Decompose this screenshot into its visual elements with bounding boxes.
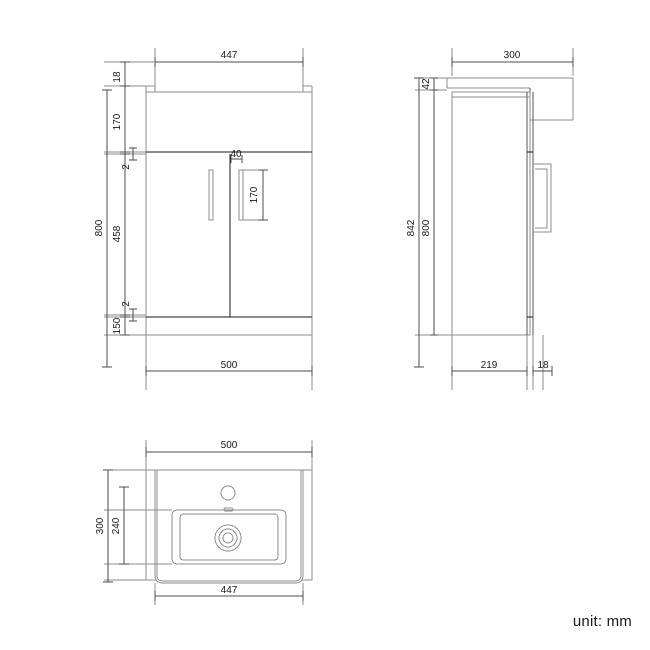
- side-handle-inner[interactable]: [535, 168, 548, 229]
- dim-2a-label: 2: [121, 164, 132, 170]
- plan-tap-hole: [220, 485, 236, 501]
- dim-42-label: 42: [421, 78, 432, 90]
- dim-side-left-chain: 42 800 842: [406, 77, 452, 368]
- dim-300-label: 300: [504, 50, 521, 61]
- dim-240-label: 240: [111, 517, 122, 534]
- dim-side-bottom: 219 18: [451, 335, 553, 390]
- dim-plan-447-label: 447: [221, 585, 238, 596]
- dim-458-label: 458: [112, 225, 123, 242]
- front-elevation-view: 447 18 170: [94, 48, 313, 390]
- dim-front-500: 500: [145, 335, 313, 390]
- left-door-handle[interactable]: [208, 169, 214, 221]
- dim-800-label: 800: [94, 219, 105, 236]
- dim-plan-left-chain: 240 300: [95, 469, 172, 583]
- unit-note: unit: mm: [572, 613, 632, 630]
- dim-219-label: 219: [481, 360, 498, 371]
- dim-plan-300-label: 300: [95, 517, 106, 534]
- dim-500-label: 500: [221, 360, 238, 371]
- dim-170-label: 170: [112, 113, 123, 130]
- dim-842-label: 842: [406, 219, 417, 236]
- dim-front-447: 447: [154, 48, 304, 67]
- dim-front-left-chain: 18 170 2 458 2 150 800: [94, 61, 155, 368]
- dim-plan-447: 447: [154, 583, 304, 605]
- dim-447-label: 447: [221, 50, 238, 61]
- dim-150-label: 150: [112, 317, 123, 334]
- dim-handle-170-label: 170: [249, 186, 260, 203]
- plan-view: 500 447 240 300: [95, 440, 313, 605]
- dim-side-800-label: 800: [421, 219, 432, 236]
- plan-basin-inner-edge: [156, 470, 302, 582]
- front-cabinet: [145, 91, 313, 336]
- plan-overflow-slot: [223, 507, 234, 512]
- side-handle-outer[interactable]: [533, 163, 552, 233]
- dim-plan-500-label: 500: [221, 440, 238, 451]
- dim-2b-label: 2: [121, 301, 132, 307]
- dim-side-18-label: 18: [537, 360, 549, 371]
- dim-side-300: 300: [451, 48, 574, 76]
- plan-bowl-inner: [179, 513, 279, 561]
- side-cabinet: [451, 91, 552, 336]
- side-cabinet-outline: [451, 91, 531, 336]
- dim-front-handle: 40 170: [230, 149, 268, 221]
- dim-40-label: 40: [230, 149, 242, 160]
- side-elevation-view: 300 42 800 842: [406, 48, 574, 390]
- plan-waste-inner: [222, 532, 234, 544]
- cabinet-outline: [145, 91, 313, 336]
- right-door-handle[interactable]: [238, 169, 244, 221]
- dim-plan-500: 500: [145, 440, 313, 470]
- dim-18-label: 18: [112, 71, 123, 83]
